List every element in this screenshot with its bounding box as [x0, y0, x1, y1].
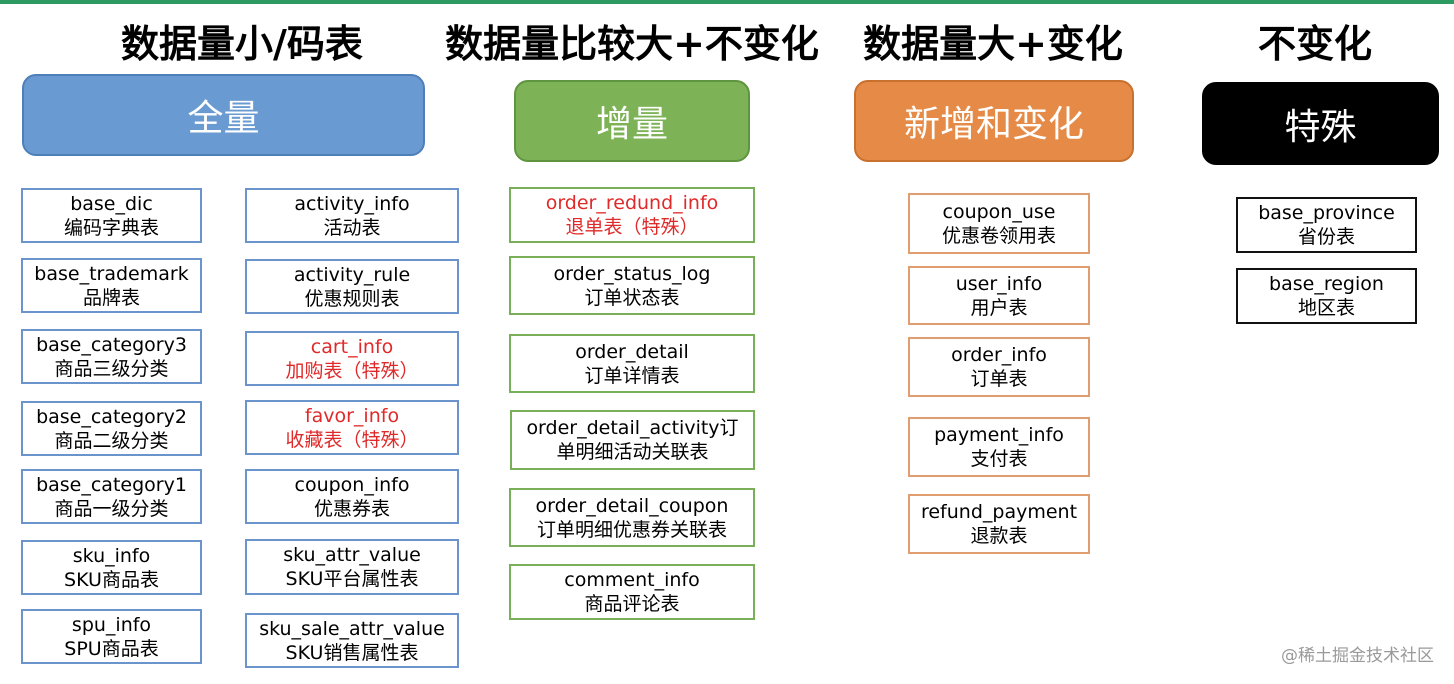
pill-full: 全量 [22, 74, 425, 156]
table-name: base_category1 [36, 473, 187, 496]
table-desc: 单明细活动关联表 [556, 441, 709, 463]
table-name: payment_info [934, 424, 1064, 446]
table-desc: SPU商品表 [64, 637, 159, 660]
table-desc: 用户表 [970, 296, 1028, 319]
table-name: sku_info [72, 544, 151, 567]
heading-special: 不变化 [1257, 22, 1372, 66]
table-name: base_region [1269, 273, 1384, 295]
table-name: base_category3 [36, 333, 187, 356]
table-name: order_detail_coupon [535, 494, 729, 517]
table-name: favor_info [304, 404, 400, 427]
heading-incremental: 数据量比较大+不变化 [445, 22, 819, 66]
table-name: order_info [951, 344, 1047, 366]
table-name: coupon_use [942, 200, 1056, 223]
table-desc: SKU商品表 [64, 568, 159, 591]
table-desc: 地区表 [1297, 297, 1355, 319]
table-desc: 优惠规则表 [304, 287, 400, 310]
table-name: activity_info [294, 192, 410, 215]
table-desc: 品牌表 [82, 286, 140, 309]
table-name: user_info [955, 272, 1043, 295]
table-desc: 商品三级分类 [54, 357, 169, 380]
table-desc: 订单表 [970, 368, 1028, 390]
table-desc: SKU销售属性表 [285, 641, 419, 664]
table-name: sku_sale_attr_value [259, 617, 445, 640]
table-desc: 省份表 [1297, 226, 1355, 248]
table-desc: 商品二级分类 [54, 429, 169, 452]
top-accent-line [0, 0, 1454, 4]
table-name: base_dic [70, 192, 153, 215]
table-name: activity_rule [293, 263, 411, 286]
heading-new-and-changed: 数据量大+变化 [863, 22, 1123, 66]
table-name: order_detail [575, 340, 689, 363]
table-desc: 支付表 [970, 448, 1028, 470]
table-name: base_trademark [34, 262, 189, 285]
table-desc: 订单状态表 [584, 286, 680, 309]
pill-special: 特殊 [1202, 82, 1439, 165]
table-name: base_category2 [36, 405, 187, 428]
table-desc: 退款表 [970, 525, 1028, 547]
table-name: sku_attr_value [283, 544, 421, 566]
table-desc: 退单表（特殊） [565, 216, 699, 238]
table-desc: SKU平台属性表 [285, 568, 419, 590]
table-desc: 订单明细优惠券关联表 [536, 518, 727, 541]
table-desc: 活动表 [323, 216, 381, 239]
table-name: order_detail_activity订 [526, 417, 739, 439]
table-desc: 商品评论表 [584, 593, 680, 615]
table-name: comment_info [564, 569, 700, 591]
table-desc: 订单详情表 [584, 364, 680, 387]
table-desc: 优惠卷领用表 [941, 224, 1056, 247]
table-desc: 收藏表（特殊） [285, 428, 419, 451]
table-name: coupon_info [294, 473, 410, 496]
table-desc: 商品一级分类 [54, 497, 169, 520]
table-name: refund_payment [920, 501, 1078, 523]
table-desc: 优惠券表 [313, 497, 390, 520]
table-name: base_province [1258, 202, 1395, 224]
table-desc: 加购表（特殊） [285, 359, 419, 382]
heading-full: 数据量小/码表 [121, 22, 363, 66]
pill-incremental: 增量 [514, 80, 750, 162]
table-box: order_detail_activity订单明细活动关联表 [510, 410, 755, 470]
watermark: @稀土掘金技术社区 [1281, 646, 1434, 666]
pill-new-and-changed: 新增和变化 [854, 80, 1134, 162]
table-name: cart_info [310, 335, 394, 358]
table-name: order_redund_info [545, 192, 719, 214]
table-name: order_status_log [553, 262, 711, 285]
table-name: spu_info [71, 613, 152, 636]
table-desc: 编码字典表 [63, 216, 159, 239]
